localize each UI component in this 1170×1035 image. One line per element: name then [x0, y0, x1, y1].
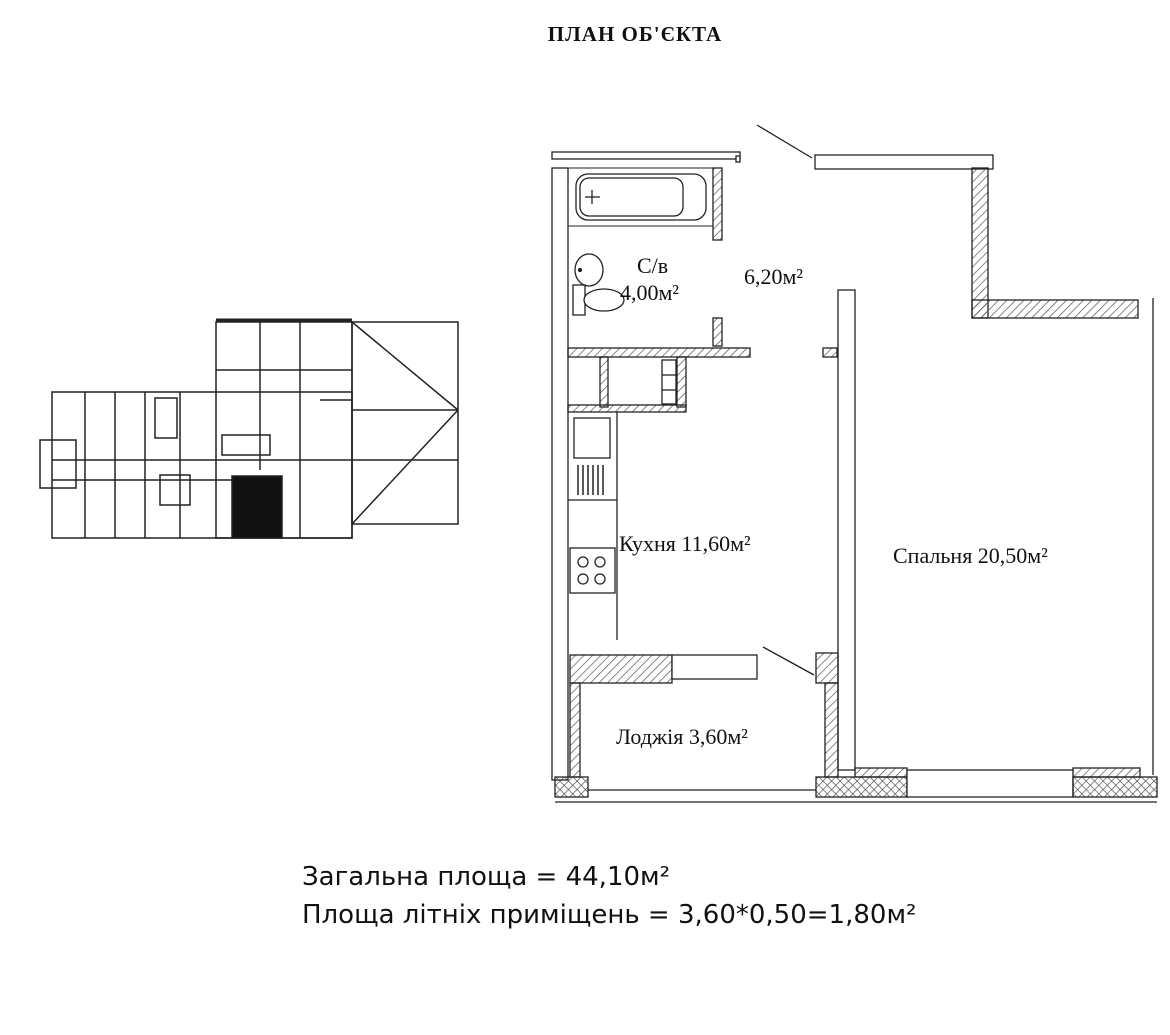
- bathroom-area: 4,00м²: [620, 280, 679, 305]
- building-key-plan: [39, 318, 459, 539]
- kitchen-label: Кухня 11,60м²: [619, 531, 751, 556]
- bathroom-name: С/в: [637, 253, 668, 278]
- loggia-label: Лоджія 3,60м²: [616, 724, 748, 749]
- summer-area: Площа літніх приміщень = 3,60*0,50=1,80м…: [302, 900, 917, 930]
- apartment-plan: [551, 124, 1158, 803]
- hall-area: 6,20м²: [744, 264, 803, 289]
- bedroom-label: Спальня 20,50м²: [893, 543, 1048, 568]
- document-title: ПЛАН ОБ'ЄКТА: [547, 22, 723, 46]
- total-area: Загальна площа = 44,10м²: [302, 862, 671, 892]
